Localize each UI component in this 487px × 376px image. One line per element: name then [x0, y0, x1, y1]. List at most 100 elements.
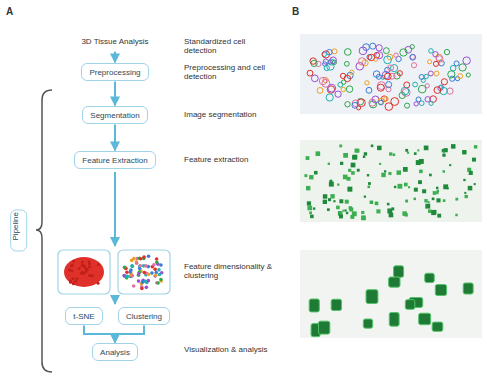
cell-outline: [425, 97, 430, 102]
cell-outline: [397, 71, 402, 76]
cell-outline: [363, 44, 370, 51]
segmented-cell: [346, 212, 348, 214]
segmented-cell: [314, 171, 318, 175]
plot-dot: [137, 272, 141, 276]
plot-dot: [80, 272, 83, 275]
cell-outline: [458, 74, 463, 79]
segmented-cell: [429, 174, 432, 177]
plot-dot: [123, 275, 127, 279]
flow-arrow: [114, 172, 116, 246]
segmented-cell: [309, 175, 313, 179]
cell-outline: [448, 71, 455, 78]
cell-outline: [324, 65, 329, 70]
segmented-cell: [433, 191, 437, 195]
segmented-cell: [468, 186, 473, 191]
cell-outline: [311, 60, 317, 66]
segmented-cell: [407, 152, 409, 154]
segmented-cell: [304, 174, 307, 177]
plot-dot: [150, 271, 154, 275]
segmented-cell: [363, 155, 365, 157]
segmented-cell: [357, 169, 360, 172]
cell-outline: [317, 88, 323, 94]
cell-outline: [379, 100, 384, 105]
cell-outline: [338, 82, 343, 87]
cell-outline: [400, 49, 407, 56]
segmented-cell: [455, 214, 457, 216]
cell-outline: [434, 71, 439, 76]
flow-arrow: [114, 52, 116, 63]
plot-dot: [88, 274, 91, 277]
cell-outline: [352, 102, 358, 108]
cell-outline: [377, 84, 384, 91]
node-text: Analysis: [100, 348, 130, 357]
segmented-cell: [405, 149, 408, 152]
plot-dot: [97, 263, 100, 266]
input-step: 3D Tissue Analysis: [73, 33, 156, 50]
segmented-cell: [403, 167, 408, 172]
process-box: Feature Extraction: [74, 151, 155, 168]
segmented-cell: [368, 182, 371, 185]
segmented-cell: [443, 199, 446, 202]
segmented-cell: [389, 152, 392, 155]
segmented-cell: [444, 148, 448, 152]
segmented-cell: [414, 198, 417, 201]
segmented-cell: [379, 163, 381, 165]
segmented-cell: [316, 151, 321, 156]
segmented-cell: [331, 299, 341, 310]
plot-dot: [74, 280, 77, 283]
segmented-cell: [419, 170, 423, 174]
process-box: Segmentation: [82, 106, 147, 123]
cell-outline: [413, 82, 418, 87]
node-text: Pipeline: [11, 212, 20, 240]
plot-dot: [71, 277, 74, 280]
flow-arrow: [114, 125, 116, 151]
segmented-cell: [366, 290, 378, 304]
cell-outline: [401, 87, 409, 95]
segmented-cell: [469, 171, 473, 175]
segmented-cell: [381, 173, 385, 177]
segmented-cell: [435, 285, 446, 296]
cell-outline: [428, 71, 433, 76]
segmented-cell: [361, 215, 366, 220]
plot-dot: [147, 254, 151, 258]
segmented-cell: [352, 211, 357, 216]
segmented-cell: [333, 200, 335, 202]
plot-dot: [147, 279, 151, 283]
segmented-cell: [345, 200, 349, 204]
segmented-cell: [451, 144, 456, 149]
flow-arrow: [115, 326, 144, 343]
cell-outline: [328, 59, 334, 65]
segmented-cell: [368, 186, 371, 189]
plot-dot: [78, 267, 81, 270]
plot-dot: [88, 262, 91, 265]
segmented-cell: [449, 164, 451, 166]
segmented-cell: [414, 152, 417, 155]
cell-outline: [376, 45, 382, 51]
segmented-cell: [424, 146, 429, 151]
segmented-cell: [364, 196, 366, 198]
segmented-cell: [418, 180, 422, 184]
segmented-cell: [343, 153, 348, 158]
cell-outline: [414, 102, 418, 106]
plot-dot: [137, 279, 141, 283]
segmented-cell: [463, 179, 465, 181]
segmented-cell: [394, 266, 404, 277]
segmented-cell: [436, 187, 438, 189]
cell-outline: [388, 65, 394, 71]
cell-outline: [410, 54, 416, 60]
cell-outline: [311, 75, 318, 82]
cell-outline: [463, 57, 471, 65]
cell-outline: [323, 59, 328, 64]
segmented-cell: [310, 215, 314, 219]
plot-dot: [71, 264, 74, 267]
cell-outline: [410, 54, 415, 59]
cell-outline: [419, 101, 424, 106]
process-box: Preprocessing: [81, 63, 148, 80]
segmented-cell: [474, 183, 476, 185]
cell-outline: [332, 49, 337, 54]
segmented-cell: [307, 206, 312, 211]
cell-outline: [345, 102, 350, 107]
segmented-cell: [425, 273, 434, 282]
segmented-cell: [342, 210, 344, 212]
